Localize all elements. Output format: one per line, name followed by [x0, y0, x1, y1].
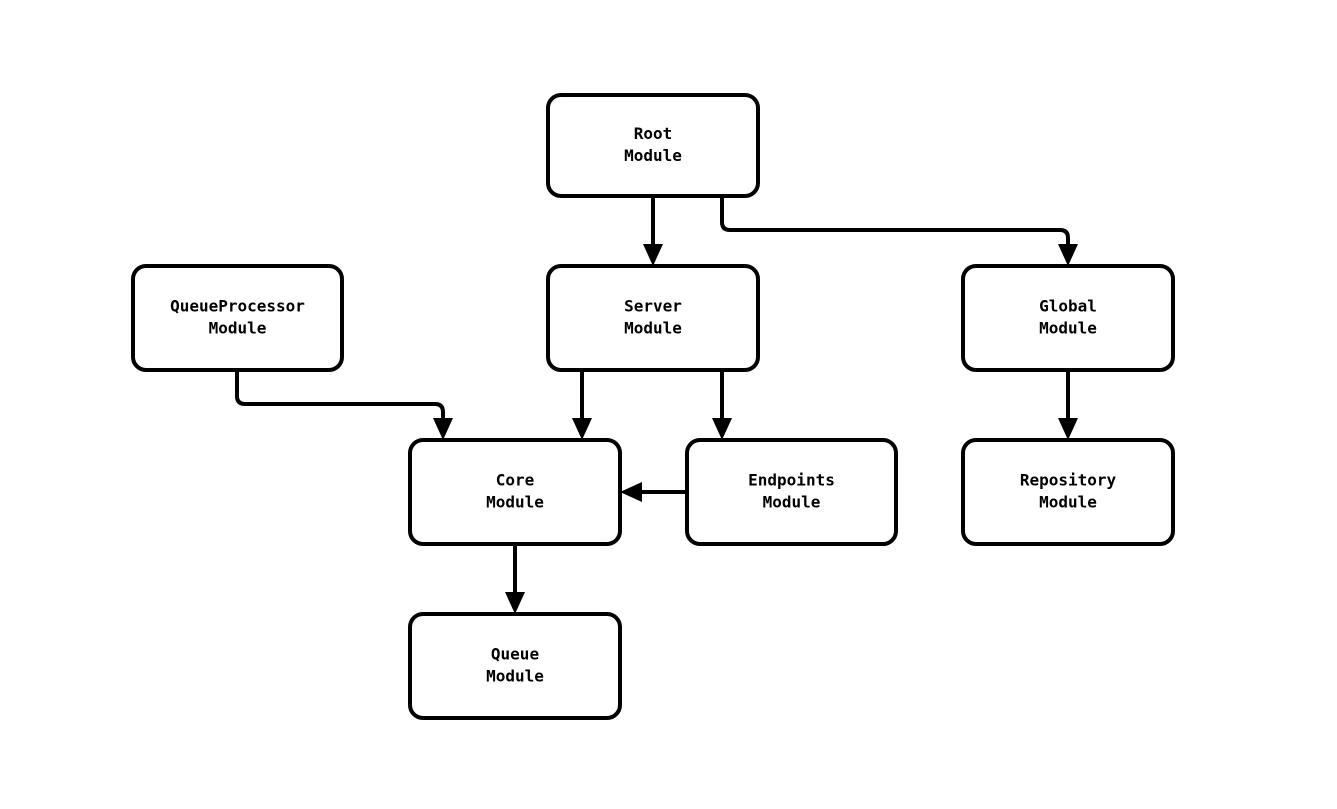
node-label-line2: Module — [1039, 319, 1097, 338]
arrowhead-icon — [505, 592, 525, 614]
edge-root-to-server — [643, 196, 663, 266]
node-label-line2: Module — [624, 146, 682, 165]
node-label-line1: Global — [1039, 297, 1097, 316]
node-box[interactable] — [131, 264, 344, 372]
node-label-line1: Endpoints — [748, 471, 835, 490]
edge-global-to-repository — [1058, 370, 1078, 440]
edge-root-to-global — [720, 196, 1078, 266]
edge-line — [720, 196, 1070, 252]
arrowhead-icon — [1058, 418, 1078, 440]
arrowhead-icon — [712, 418, 732, 440]
node-label-line1: Core — [496, 471, 535, 490]
edges-layer — [235, 196, 1078, 614]
node-label-line2: Module — [486, 667, 544, 686]
node-label-line2: Module — [624, 319, 682, 338]
node-label-line2: Module — [486, 493, 544, 512]
node-box[interactable] — [961, 438, 1175, 546]
node-box[interactable] — [546, 264, 760, 372]
arrowhead-icon — [1058, 244, 1078, 266]
node-label-line2: Module — [763, 493, 821, 512]
edge-server-to-endpoints — [712, 370, 732, 440]
node-label-line1: Server — [624, 297, 682, 316]
node-label-line1: QueueProcessor — [170, 297, 305, 316]
edge-core-to-queue — [505, 544, 525, 614]
nodes-layer: RootModuleQueueProcessorModuleServerModu… — [131, 93, 1175, 720]
arrowhead-icon — [572, 418, 592, 440]
arrowhead-icon — [433, 418, 453, 440]
node-label-line2: Module — [209, 319, 267, 338]
node-box[interactable] — [408, 438, 622, 546]
node-box[interactable] — [685, 438, 898, 546]
node-label-line1: Root — [634, 124, 673, 143]
edge-server-to-core — [572, 370, 592, 440]
arrowhead-icon — [620, 482, 642, 502]
node-label-line1: Queue — [491, 645, 539, 664]
edge-endpoints-to-core — [620, 482, 687, 502]
node-label-line2: Module — [1039, 493, 1097, 512]
edge-queueprocessor-to-core — [235, 370, 453, 440]
arrowhead-icon — [643, 244, 663, 266]
node-box[interactable] — [408, 612, 622, 720]
edge-line — [235, 370, 445, 426]
node-box[interactable] — [546, 93, 760, 198]
node-box[interactable] — [961, 264, 1175, 372]
node-label-line1: Repository — [1020, 471, 1117, 490]
